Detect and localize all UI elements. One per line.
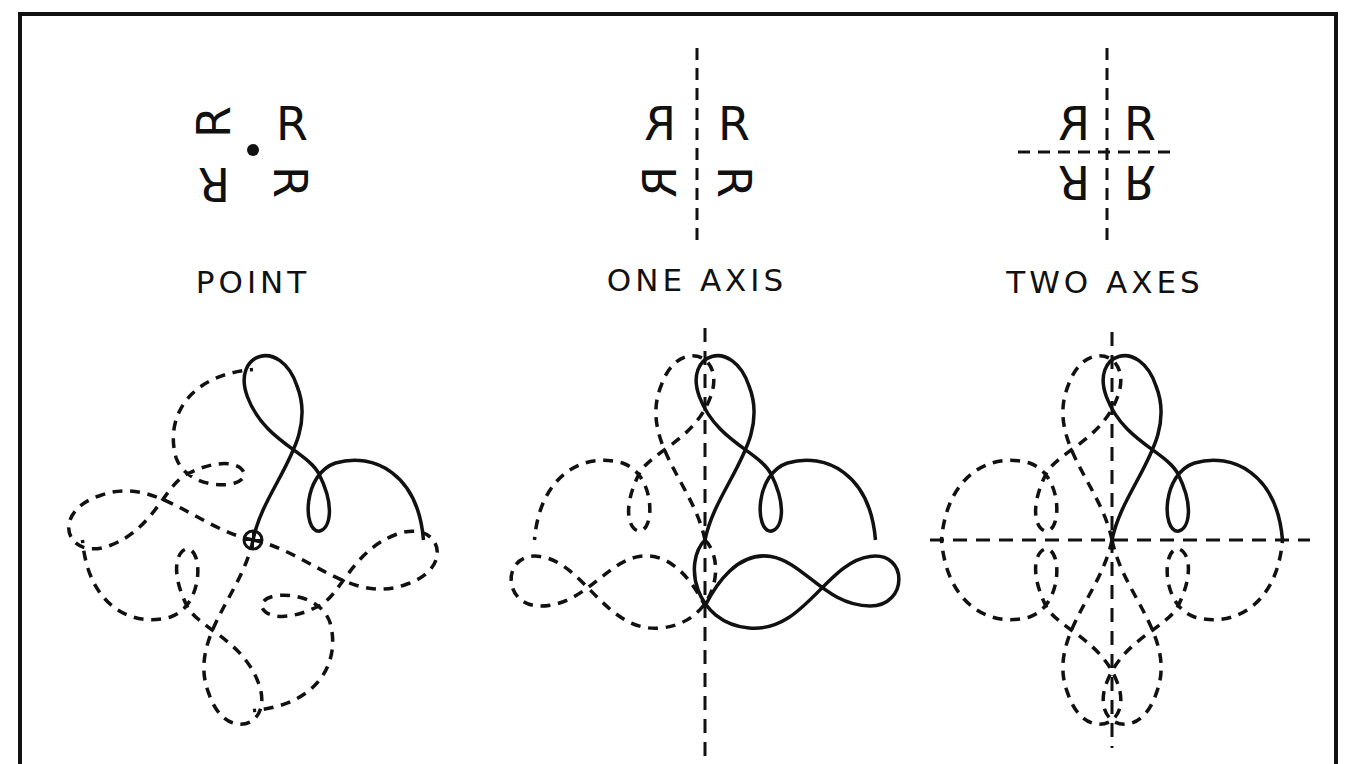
caption: TWO AXES	[1006, 267, 1204, 298]
dashed-motif	[942, 540, 1121, 724]
dashed-motif	[535, 356, 714, 540]
letter-r: R	[1058, 159, 1090, 205]
dashed-motif	[511, 540, 715, 628]
letter-r: R	[718, 101, 750, 147]
two-axes-motifs	[942, 356, 1283, 725]
solid-motif	[696, 356, 875, 540]
mirror-axis	[1018, 151, 1176, 154]
center-mark	[252, 531, 254, 549]
center-mark	[244, 531, 262, 549]
caption: POINT	[196, 267, 310, 298]
letter-r: R	[1124, 101, 1156, 147]
dashed-motif	[83, 540, 262, 724]
mirror-axis	[1106, 48, 1109, 246]
point-motifs	[69, 356, 438, 725]
solid-motif	[244, 356, 423, 540]
dashed-motif	[1103, 540, 1282, 724]
center-dot	[247, 144, 259, 156]
letter-r: R	[637, 166, 683, 198]
frame	[20, 14, 1336, 764]
solid-motif	[694, 540, 898, 628]
letter-r: R	[711, 166, 757, 198]
mirror-axis	[930, 539, 1310, 542]
letter-r: R	[1124, 159, 1156, 205]
mirror-axis	[696, 48, 699, 242]
letter-r: R	[191, 106, 237, 138]
letter-r: R	[276, 101, 308, 147]
letter-r: R	[198, 161, 230, 207]
axis-motifs	[511, 356, 899, 629]
letter-r: R	[1058, 101, 1090, 147]
dashed-motif	[253, 531, 437, 710]
solid-motif	[1103, 356, 1282, 540]
letter-r: R	[267, 166, 313, 198]
caption: ONE AXIS	[607, 265, 787, 296]
dashed-motif	[69, 370, 253, 549]
letter-r: R	[644, 101, 676, 147]
dashed-motif	[942, 356, 1121, 540]
